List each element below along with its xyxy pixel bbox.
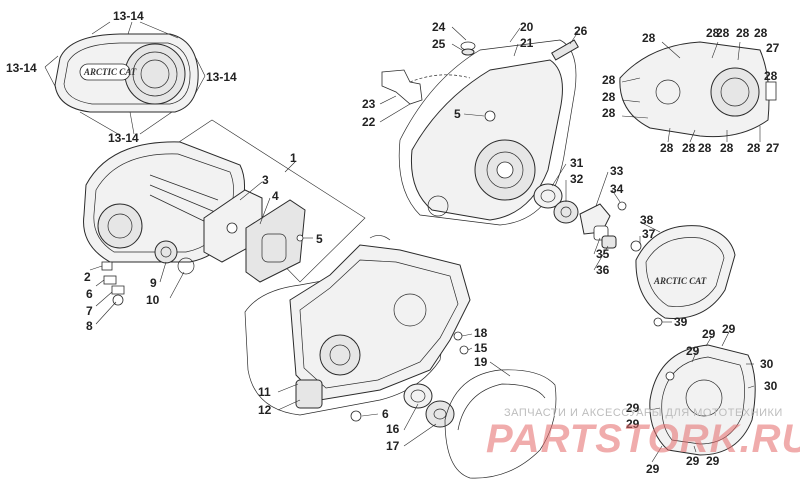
main-crankcase — [244, 235, 471, 422]
callout-28-5: 28 — [754, 26, 768, 40]
cover-gasket-seal — [245, 199, 306, 283]
back-cover — [619, 41, 777, 143]
callout-33: 33 — [610, 164, 624, 178]
callout-30-bottom: 30 — [764, 379, 778, 393]
callout-29-7: 29 — [686, 454, 700, 468]
callout-28-2: 28 — [706, 26, 720, 40]
callout-11: 11 — [258, 385, 271, 399]
callout-32: 32 — [570, 172, 584, 186]
callout-29-5: 29 — [626, 417, 640, 431]
callout-35: 35 — [596, 247, 610, 261]
callout-28-11: 28 — [698, 141, 712, 155]
callout-28-4: 28 — [736, 26, 750, 40]
callout-30-top: 30 — [760, 357, 774, 371]
callout-2: 2 — [84, 270, 91, 284]
callout-28-14: 28 — [764, 69, 778, 83]
stator-cover — [649, 329, 756, 463]
callout-24: 24 — [432, 20, 446, 34]
callout-37: 37 — [642, 227, 656, 241]
callout-3: 3 — [262, 173, 269, 187]
callout-26: 26 — [574, 24, 588, 38]
watermark-tagline: ЗАПЧАСТИ И АКСЕССУАРЫ ДЛЯ МОТОТЕХНИКИ — [504, 407, 783, 419]
callout-21: 21 — [520, 36, 534, 50]
cover-bolt-leaders — [44, 21, 206, 135]
callout-29-8: 29 — [706, 454, 720, 468]
callout-29-4: 29 — [626, 401, 640, 415]
cover-logo: ARCTIC CAT — [83, 67, 137, 77]
callout-5-left: 5 — [316, 232, 323, 246]
callout-28-9: 28 — [660, 141, 674, 155]
callout-39: 39 — [674, 315, 688, 329]
callout-38: 38 — [640, 213, 654, 227]
callout-6-left: 6 — [86, 287, 93, 301]
callout-15: 15 — [474, 341, 488, 355]
callout-19: 19 — [474, 355, 488, 369]
callout-13-14-left: 13-14 — [6, 61, 37, 75]
side-cover-logo: ARCTIC CAT — [653, 276, 707, 286]
watermark-site: PARTSTORK.RU — [486, 417, 800, 461]
callout-1: 1 — [290, 151, 297, 165]
callout-28-7: 28 — [602, 90, 616, 104]
callout-28-6: 28 — [602, 73, 616, 87]
callout-labels: 13-14 13-14 13-14 13-14 1 3 4 5 2 6 7 8 … — [6, 9, 780, 476]
callout-17: 17 — [386, 439, 400, 453]
callout-28-10: 28 — [682, 141, 696, 155]
callout-28-12: 28 — [720, 141, 734, 155]
callout-9: 9 — [150, 276, 157, 290]
callout-28-8: 28 — [602, 106, 616, 120]
callout-28-3: 28 — [716, 26, 730, 40]
callout-29-2: 29 — [702, 327, 716, 341]
bearing-seal-gasket — [403, 331, 557, 479]
callout-29-1: 29 — [686, 344, 700, 358]
callout-27-bottom: 27 — [766, 141, 780, 155]
left-small-parts — [89, 161, 313, 325]
callout-31: 31 — [570, 156, 584, 170]
callout-13-14-right: 13-14 — [206, 70, 237, 84]
callout-29-6: 29 — [646, 462, 660, 476]
callout-20: 20 — [520, 20, 534, 34]
callout-22: 22 — [362, 115, 376, 129]
callout-36: 36 — [596, 263, 610, 277]
side-cover: ARCTIC CAT — [630, 221, 736, 327]
callout-34: 34 — [610, 182, 624, 196]
right-small-parts — [533, 163, 627, 271]
rear-housing — [379, 26, 579, 226]
callout-16: 16 — [386, 422, 400, 436]
callout-8: 8 — [86, 319, 93, 333]
callout-29-3: 29 — [722, 322, 736, 336]
callout-5-top: 5 — [454, 107, 461, 121]
callout-25: 25 — [432, 37, 446, 51]
callout-27-top: 27 — [766, 41, 780, 55]
callout-10: 10 — [146, 293, 160, 307]
callout-7: 7 — [86, 304, 93, 318]
outer-clutch-cover: ARCTIC CAT — [54, 33, 199, 113]
callout-28-13: 28 — [747, 141, 761, 155]
callout-18: 18 — [474, 326, 488, 340]
watermark: ЗАПЧАСТИ И АКСЕССУАРЫ ДЛЯ МОТОТЕХНИКИ PA… — [486, 407, 800, 461]
callout-28-1: 28 — [642, 31, 656, 45]
callout-12: 12 — [258, 403, 272, 417]
callout-4: 4 — [272, 189, 279, 203]
callout-13-14-top: 13-14 — [113, 9, 144, 23]
callout-6-center: 6 — [382, 407, 389, 421]
callout-23: 23 — [362, 97, 376, 111]
callout-13-14-bottom: 13-14 — [108, 131, 139, 145]
